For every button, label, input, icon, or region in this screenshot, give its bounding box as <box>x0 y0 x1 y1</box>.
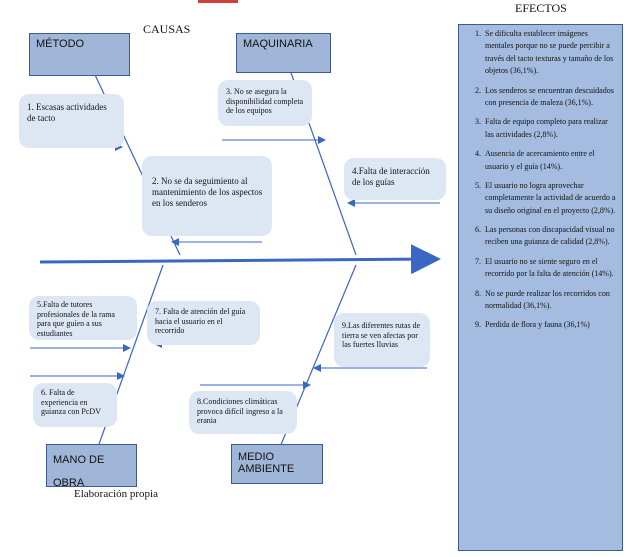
effect-item: Las personas con discapacidad visual no … <box>483 224 618 249</box>
effects-header: EFECTOS <box>515 1 567 15</box>
cause-7: 7. Falta de atención del guía hacia el u… <box>147 301 260 345</box>
causes-header: CAUSAS <box>143 22 191 36</box>
effect-item: Falta de equipo completo para realizar l… <box>483 116 618 141</box>
effect-item: Los senderos se encuentran descuidados c… <box>483 85 618 110</box>
cause-1: 1. Escasas actividades de tacto <box>19 94 124 148</box>
cause-4: 4.Falta de interacción de los guías <box>344 158 446 200</box>
category-mano-de-obra: MANO DE OBRA <box>46 444 137 490</box>
cause-9: 9.Las diferentes rutas de tierra se ven … <box>334 313 430 367</box>
category-mano-de-obra-label: MANO DE OBRA <box>53 454 105 490</box>
spine-arrow <box>39 244 441 275</box>
source-caption: Elaboración propia <box>74 488 158 500</box>
category-medio-ambiente-label: MEDIO AMBIENTE <box>238 451 295 475</box>
effect-item: Ausencia de acercamiento entre el usuari… <box>483 148 618 173</box>
red-mark <box>198 0 238 3</box>
effects-panel: Se dificulta establecer imágenes mentale… <box>458 24 623 551</box>
cause-5: 5.Falta de tutores profesionales de la r… <box>29 296 137 340</box>
cause-3: 3. No se asegura la disponibilidad compl… <box>218 80 312 126</box>
category-metodo: MÉTODO <box>29 33 130 76</box>
effect-item: No se puede realizar los recorridos con … <box>483 288 618 313</box>
category-maquinaria: MAQUINARIA <box>236 33 331 73</box>
cause-2: 2. No se da seguimiento al mantenimiento… <box>142 156 272 236</box>
effect-item: Se dificulta establecer imágenes mentale… <box>483 28 618 78</box>
cause-8: 8.Condiciones climáticas provoca difícil… <box>189 391 297 434</box>
cause-6: 6. Falta de experiencia en guianza con P… <box>33 383 117 427</box>
effect-item: El usuario no logra aprovechar completam… <box>483 180 618 217</box>
effect-item: Perdida de flora y fauna (36,1%) <box>483 319 618 331</box>
category-medio-ambiente: MEDIO AMBIENTE <box>231 444 323 484</box>
effect-item: El usuario no se siente seguro en el rec… <box>483 256 618 281</box>
